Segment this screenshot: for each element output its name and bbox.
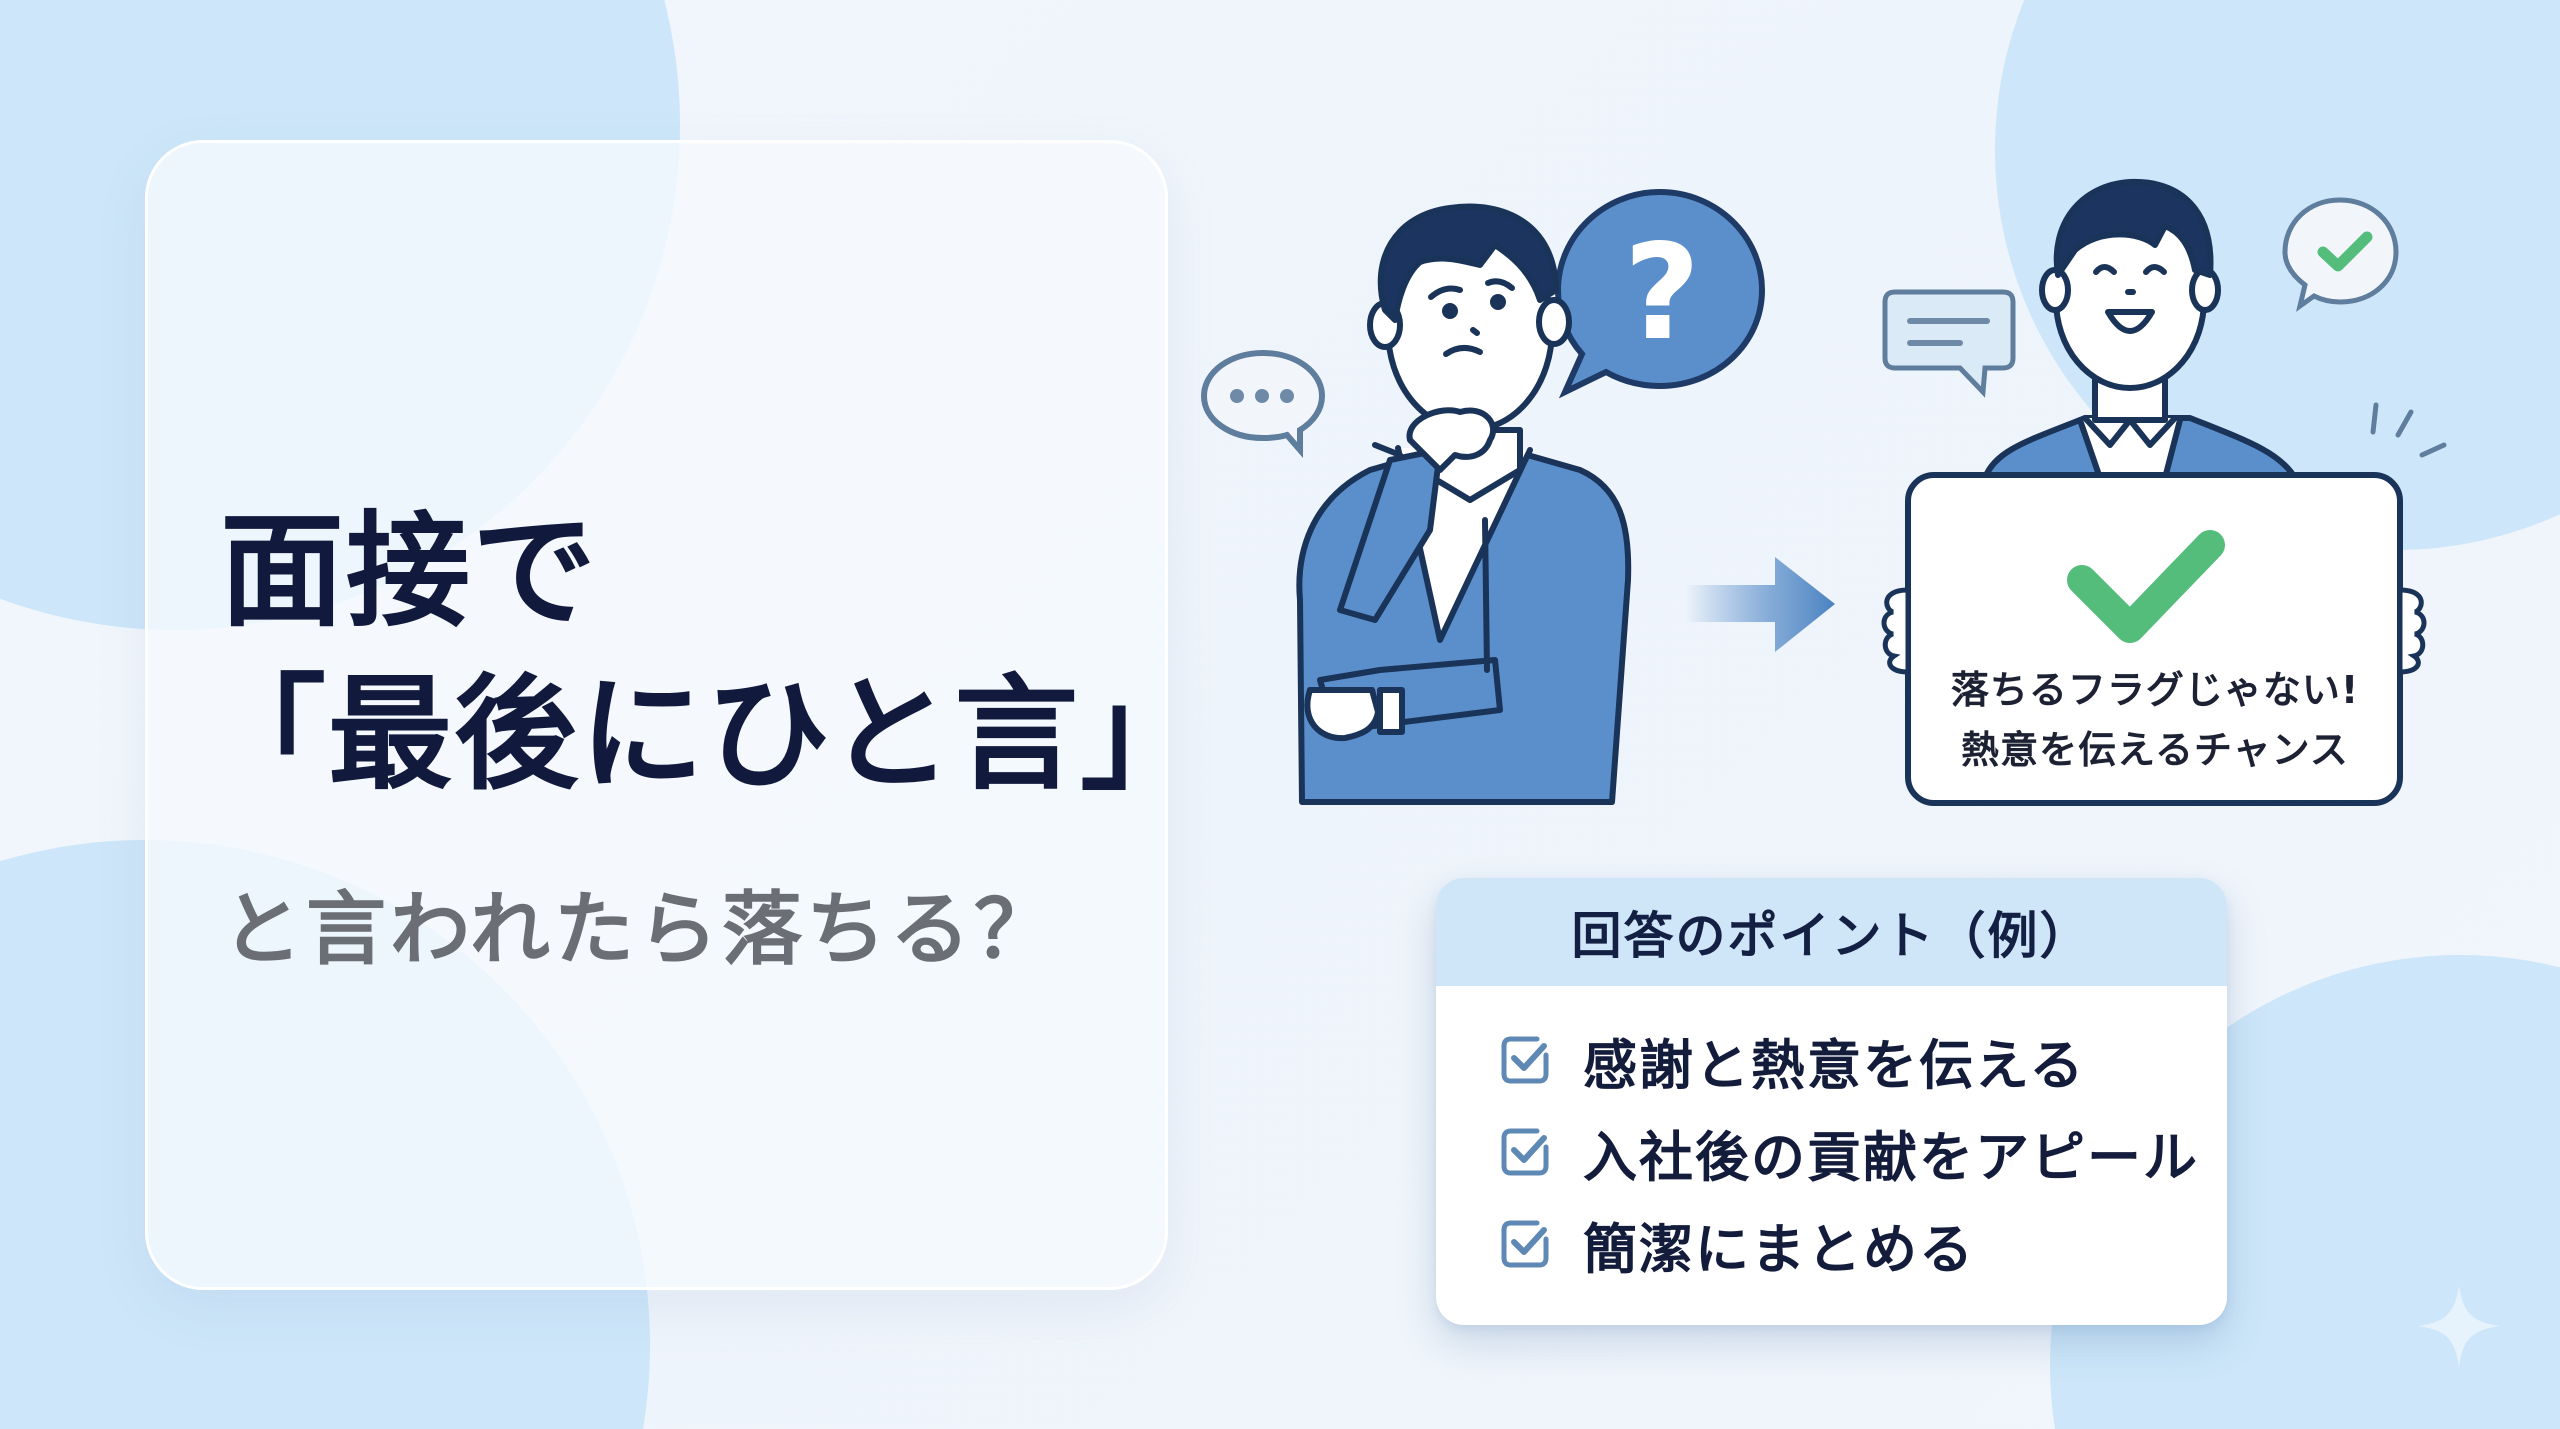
- point-item: 簡潔にまとめる: [1499, 1198, 2227, 1290]
- sparkle-lines-icon: [2370, 402, 2447, 458]
- point-label: 入社後の貢献をアピール: [1583, 1125, 2199, 1189]
- sign-line-2: 熱意を伝えるチャンス: [1961, 728, 2349, 772]
- happy-man-figure: [1982, 178, 2298, 481]
- title-card: [145, 140, 1168, 1290]
- check-bubble-icon: [2282, 197, 2399, 312]
- checkbox-checked-icon: [1501, 1036, 1549, 1084]
- ellipsis-bubble-icon: [1200, 349, 1326, 459]
- worried-man-figure: [1296, 203, 1632, 805]
- point-label: 感謝と熱意を伝える: [1583, 1033, 2086, 1097]
- sign-message: 落ちるフラグじゃない! 熱意を伝えるチャンス: [1910, 660, 2400, 780]
- svg-text:?: ?: [1624, 216, 1701, 370]
- points-header: 回答のポイント（例）: [1436, 878, 2227, 986]
- page-title: 面接で 「最後にひと言」: [202, 500, 1206, 830]
- sign-line-1: 落ちるフラグじゃない!: [1950, 668, 2360, 712]
- point-item: 感謝と熱意を伝える: [1499, 1014, 2227, 1106]
- sign-board: [1881, 472, 2427, 806]
- title-line-1: 面接で: [220, 500, 599, 644]
- page-subtitle: と言われたら落ちる？: [222, 883, 1058, 976]
- point-label: 簡潔にまとめる: [1583, 1217, 1975, 1281]
- right-arrow-icon: [1685, 557, 1835, 652]
- checkbox-checked-icon: [1501, 1128, 1549, 1176]
- title-line-2: 「最後にひと言」: [202, 663, 1207, 807]
- answer-points-card: 回答のポイント（例） 感謝と熱意を伝える 入社後の貢献をアピール 簡潔にまとめる: [1436, 878, 2227, 1325]
- points-list: 感謝と熱意を伝える 入社後の貢献をアピール 簡潔にまとめる: [1436, 986, 2227, 1290]
- checkbox-checked-icon: [1501, 1220, 1549, 1268]
- sparkle-icon: [2418, 1285, 2500, 1367]
- question-bubble-icon: ?: [1554, 188, 1766, 399]
- text-lines-bubble-icon: [1882, 289, 2016, 398]
- point-item: 入社後の貢献をアピール: [1499, 1106, 2227, 1198]
